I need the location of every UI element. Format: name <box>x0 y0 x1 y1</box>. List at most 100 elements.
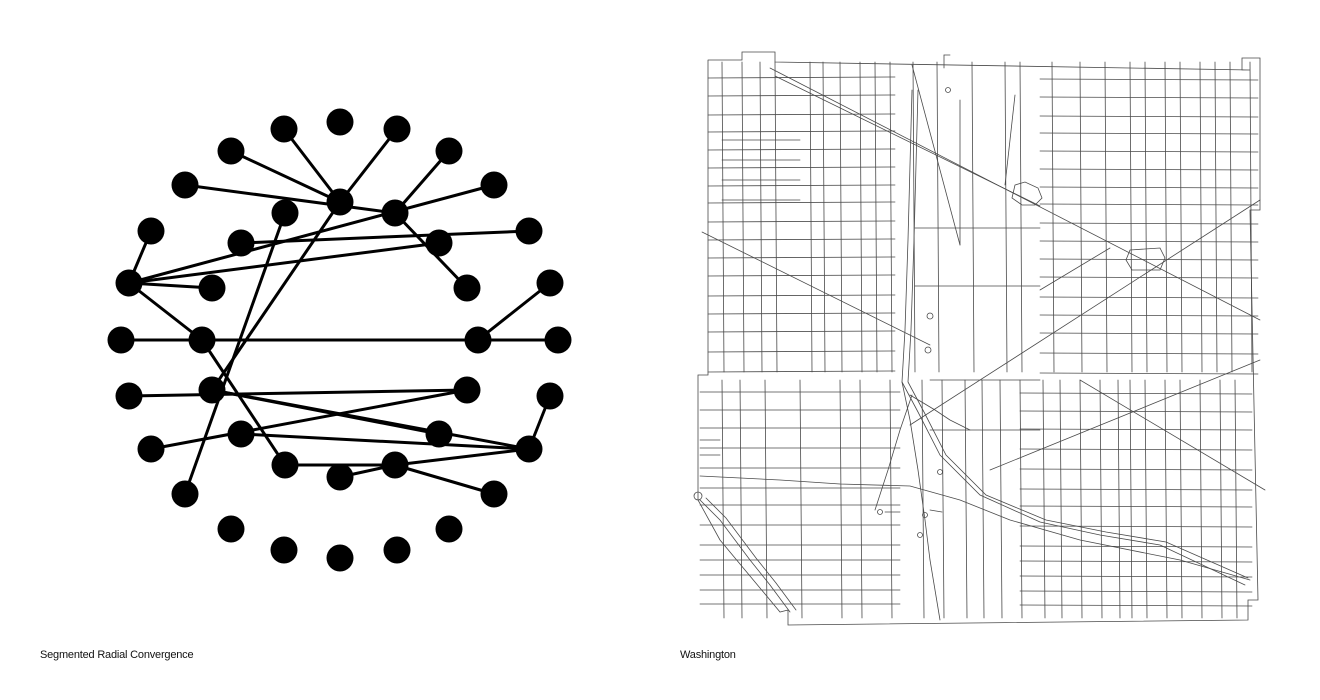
graph-edge <box>128 281 203 342</box>
street-line <box>1019 410 1253 413</box>
street-line <box>707 220 896 223</box>
street-line <box>1019 61 1023 373</box>
street-line <box>1117 379 1121 619</box>
street-line <box>707 350 896 353</box>
graph-node <box>198 274 226 302</box>
street-line <box>809 61 813 373</box>
graph-node <box>326 544 354 572</box>
street-line <box>707 370 896 373</box>
radial-convergence-graph <box>107 108 572 572</box>
graph-edge <box>128 241 440 285</box>
traffic-circle <box>1011 181 1043 206</box>
graph-edge <box>338 128 399 203</box>
graph-node <box>536 269 564 297</box>
street-line <box>941 379 945 619</box>
graph-edge <box>394 447 530 467</box>
cul-de-sac <box>926 312 934 320</box>
freeway <box>699 475 1251 581</box>
graph-node <box>536 382 564 410</box>
street-line <box>1019 505 1253 508</box>
graph-node <box>171 480 199 508</box>
graph-node <box>326 463 354 491</box>
street-line <box>859 61 863 373</box>
street-line <box>1039 372 1259 375</box>
street-line <box>1039 186 1259 189</box>
street-line <box>1164 379 1168 619</box>
graph-node <box>480 171 508 199</box>
graph-caption: Segmented Radial Convergence <box>40 649 194 661</box>
graph-node <box>270 115 298 143</box>
graph-node <box>425 420 453 448</box>
street-line <box>1039 168 1259 171</box>
street-line <box>707 76 896 79</box>
street-line <box>1039 352 1259 355</box>
street-line <box>1019 392 1253 395</box>
map-boundary <box>697 51 1261 626</box>
graph-node <box>381 199 409 227</box>
street-line <box>707 94 896 97</box>
railway <box>705 497 797 611</box>
street-line <box>759 61 763 373</box>
freeway <box>907 89 1249 579</box>
avenue <box>1079 379 1266 491</box>
avenue <box>989 359 1261 471</box>
street-line <box>859 379 863 619</box>
graph-node <box>435 137 463 165</box>
graph-node <box>435 515 463 543</box>
graph-edge <box>128 183 495 285</box>
street-line <box>1144 61 1148 373</box>
street-line <box>1019 545 1253 548</box>
street-line <box>1042 379 1046 619</box>
graph-node <box>217 515 245 543</box>
cul-de-sac <box>917 532 923 538</box>
cul-de-sac <box>937 469 943 475</box>
railway <box>699 499 791 613</box>
graph-edge <box>200 339 287 466</box>
graph-edge <box>211 388 440 436</box>
street-line <box>1019 560 1253 563</box>
cul-de-sac <box>693 491 703 501</box>
street-line <box>1079 379 1083 619</box>
graph-edge <box>282 128 342 203</box>
graph-node <box>115 382 143 410</box>
graph-edge <box>150 388 468 451</box>
graph-node <box>383 115 411 143</box>
street-line <box>707 130 896 133</box>
street-line <box>1039 276 1259 279</box>
graph-nodes <box>107 108 572 572</box>
street-line <box>1129 61 1133 373</box>
street-line <box>721 379 725 619</box>
street-line <box>1129 379 1133 619</box>
street-line <box>1219 379 1223 619</box>
avenue <box>1039 247 1111 291</box>
street-line <box>721 61 725 373</box>
street-line <box>707 201 896 204</box>
cul-de-sac <box>922 512 928 518</box>
graph-edge <box>240 432 530 451</box>
street-line <box>707 256 896 259</box>
street-line <box>1039 258 1259 261</box>
street-line <box>981 379 985 619</box>
map-caption: Washington <box>680 649 736 661</box>
street-line <box>971 61 975 373</box>
graph-node <box>137 435 165 463</box>
graph-edge <box>184 183 396 215</box>
graph-node <box>227 420 255 448</box>
street-line <box>1019 575 1253 578</box>
street-line <box>1019 525 1253 528</box>
freeway-ramp <box>909 394 971 431</box>
graph-node <box>171 171 199 199</box>
street-line <box>1019 448 1253 451</box>
street-line <box>1144 379 1148 619</box>
street-line <box>707 294 896 297</box>
freeway <box>901 89 1246 586</box>
street-line <box>1199 379 1203 619</box>
street-line <box>707 238 896 241</box>
street-line <box>1019 428 1253 431</box>
cul-de-sac <box>877 509 883 515</box>
street-line <box>1104 61 1108 373</box>
freeway-ramp <box>874 394 913 511</box>
street-line <box>912 61 916 373</box>
street-map-panel: Washington <box>660 0 1320 700</box>
street-line <box>964 379 968 619</box>
